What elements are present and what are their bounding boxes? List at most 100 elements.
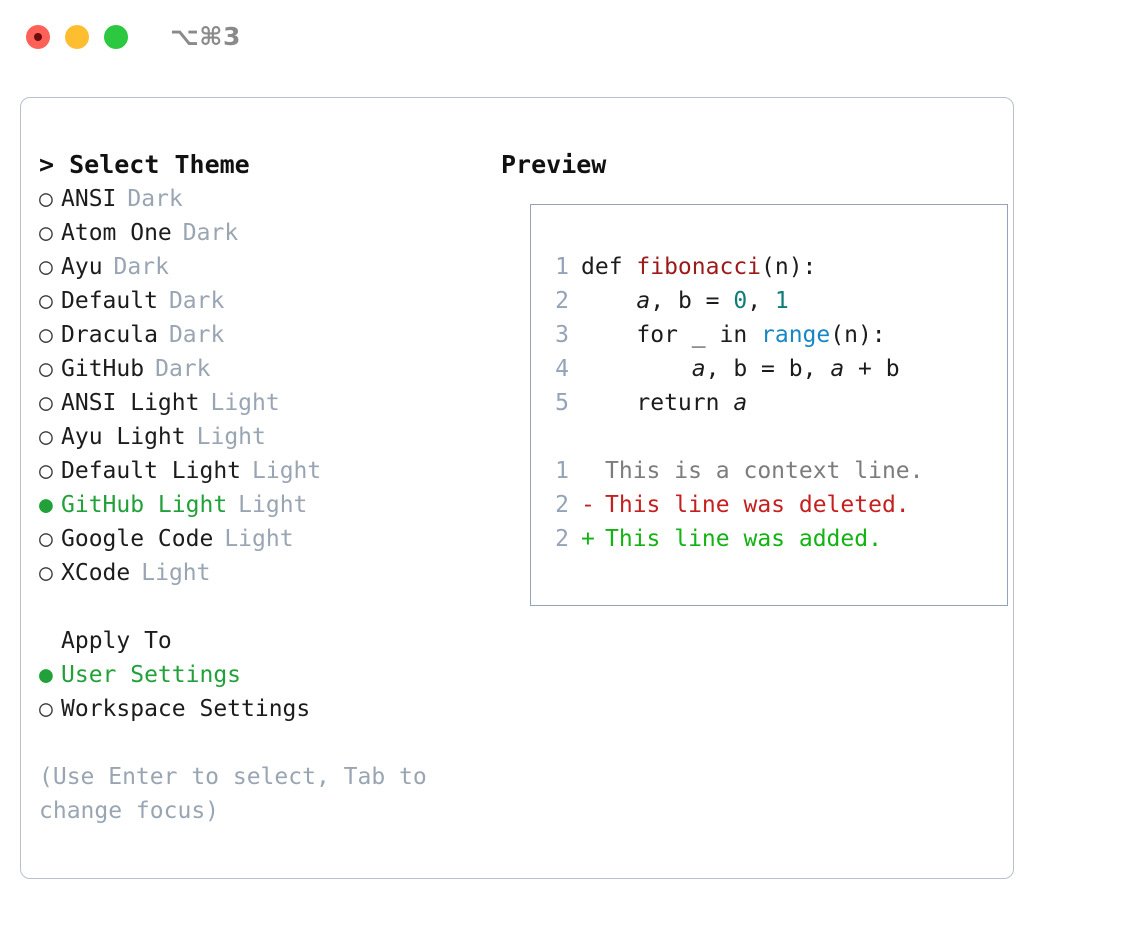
- code-token-plain: [581, 288, 636, 314]
- code-token-num: 0: [733, 288, 748, 314]
- theme-option-default[interactable]: ○ Default Dark: [39, 284, 479, 318]
- line-number: 2: [555, 526, 569, 552]
- line-number: 5: [555, 390, 569, 416]
- theme-variant-tag: Light: [210, 390, 280, 416]
- radio-unselected-icon: ○: [39, 288, 53, 314]
- radio-unselected-icon: ○: [39, 696, 53, 722]
- code-token-plain: (n):: [761, 254, 817, 280]
- radio-unselected-icon: ○: [39, 560, 53, 586]
- code-token-plain: ,: [747, 288, 775, 314]
- code-diff-spacer: [545, 420, 995, 454]
- theme-variant-tag: Dark: [168, 288, 225, 314]
- diff-sign: -: [581, 492, 595, 518]
- theme-name: ANSI Light: [61, 390, 200, 416]
- diff-line-del: 2-This line was deleted.: [545, 488, 995, 522]
- apply-to-title: Apply To: [61, 628, 172, 654]
- code-token-plain: ,: [802, 356, 831, 382]
- theme-option-default-light[interactable]: ○ Default Light Light: [39, 454, 479, 488]
- radio-unselected-icon: ○: [39, 390, 53, 416]
- line-number: 4: [555, 356, 569, 382]
- apply-option-workspace-settings[interactable]: ○Workspace Settings: [39, 692, 479, 726]
- diff-text: This is a context line.: [605, 458, 924, 484]
- code-token-plain: =: [747, 356, 789, 382]
- apply-option-label: User Settings: [61, 662, 242, 688]
- theme-variant-tag: Light: [224, 526, 294, 552]
- diff-line-context: 1 This is a context line.: [545, 454, 995, 488]
- preview-box: 1 def fibonacci(n): 2 a, b = 0, 1 3 for _ i…: [530, 204, 1008, 606]
- code-text: return a: [581, 386, 747, 420]
- apply-option-user-settings[interactable]: ● User Settings: [39, 658, 479, 692]
- apply-to-list[interactable]: ● User Settings ○Workspace Settings: [39, 658, 479, 726]
- code-text: def fibonacci(n):: [581, 250, 816, 284]
- theme-option-ayu-light[interactable]: ○ Ayu Light Light: [39, 420, 479, 454]
- line-number: 2: [555, 492, 569, 518]
- radio-unselected-icon: ○: [39, 356, 53, 382]
- radio-selected-icon: ●: [39, 662, 53, 688]
- theme-variant-tag: Light: [238, 492, 308, 518]
- diff-text: This line was added.: [605, 526, 882, 552]
- minimize-button[interactable]: [65, 25, 89, 49]
- preview-column: Preview 1 def fibonacci(n): 2 a, b = 0, 1 3…: [501, 148, 1008, 606]
- diff-lines: 1 This is a context line.2-This line was…: [545, 454, 995, 556]
- code-token-var: a: [636, 288, 651, 314]
- theme-option-ansi-light[interactable]: ○ ANSI Light Light: [39, 386, 479, 420]
- code-text: a, b = b, a + b: [581, 352, 900, 386]
- code-preview: 1 def fibonacci(n): 2 a, b = 0, 1 3 for _ i…: [545, 250, 995, 556]
- theme-name: GitHub Light: [61, 492, 228, 518]
- theme-variant-tag: Light: [141, 560, 211, 586]
- theme-name: Default: [61, 288, 158, 314]
- shortcut-label: ⌥⌘3: [170, 22, 241, 51]
- line-number: 2: [555, 288, 569, 314]
- code-line: 4 a, b = b, a + b: [545, 352, 995, 386]
- theme-name: Default Light: [61, 458, 242, 484]
- code-token-plain: b: [788, 356, 803, 382]
- title-bar: ⌥⌘3: [0, 0, 1140, 80]
- radio-unselected-icon: ○: [39, 458, 53, 484]
- line-number: 1: [555, 458, 569, 484]
- theme-name: Ayu: [61, 254, 103, 280]
- diff-sign: +: [581, 526, 595, 552]
- close-button[interactable]: [26, 25, 50, 49]
- maximize-button[interactable]: [104, 25, 128, 49]
- diff-text: This line was deleted.: [605, 492, 910, 518]
- code-token-plain: ,: [650, 288, 678, 314]
- code-token-var: a: [830, 356, 845, 382]
- radio-unselected-icon: ○: [39, 220, 53, 246]
- theme-variant-tag: Dark: [182, 220, 239, 246]
- line-number: 3: [555, 322, 569, 348]
- select-theme-header: > Select Theme: [39, 150, 250, 179]
- recording-dot-icon: [34, 33, 42, 41]
- code-token-plain: for _ in: [581, 322, 762, 348]
- preview-header: Preview: [501, 150, 607, 179]
- theme-variant-tag: Dark: [127, 186, 183, 212]
- diff-line-add: 2 + This line was added.: [545, 522, 995, 556]
- code-token-plain: def: [581, 254, 637, 280]
- code-token-plain: [581, 356, 692, 382]
- help-text: (Use Enter to select, Tab to change focu…: [39, 764, 427, 824]
- traffic-lights: [26, 25, 128, 49]
- theme-variant-tag: Dark: [168, 322, 225, 348]
- theme-variant-tag: Dark: [113, 254, 169, 280]
- radio-unselected-icon: ○: [39, 424, 53, 450]
- code-token-plain: ,: [705, 356, 734, 382]
- theme-variant-tag: Light: [196, 424, 266, 450]
- code-token-plain: b: [733, 356, 748, 382]
- code-token-plain: return: [581, 390, 734, 416]
- line-number: 1: [555, 254, 569, 280]
- theme-variant-tag: Light: [252, 458, 322, 484]
- theme-name: Ayu Light: [61, 424, 186, 450]
- code-token-var: a: [691, 356, 706, 382]
